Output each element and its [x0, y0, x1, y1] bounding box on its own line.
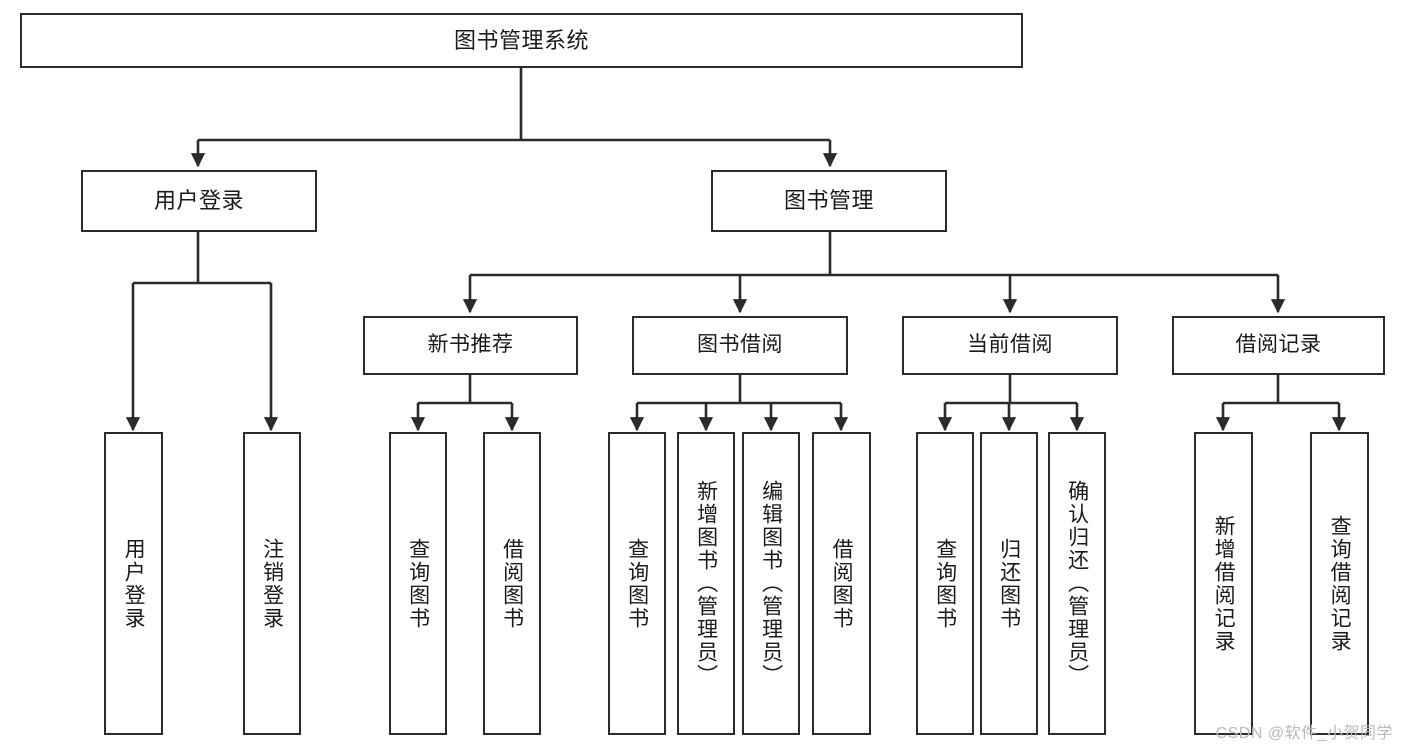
- node-leaf-query-book-2[interactable]: 查询图书: [608, 432, 666, 735]
- node-leaf-user-login-label: 用户登录: [122, 537, 146, 630]
- node-leaf-edit-book[interactable]: 编辑图书（管理员）: [742, 432, 800, 735]
- node-current-borrow-label: 当前借阅: [967, 333, 1053, 357]
- node-leaf-query-book-1[interactable]: 查询图书: [389, 432, 447, 735]
- node-leaf-user-login[interactable]: 用户登录: [104, 432, 163, 735]
- node-user-login[interactable]: 用户登录: [81, 170, 317, 232]
- node-leaf-borrow-book-1[interactable]: 借阅图书: [483, 432, 541, 735]
- node-leaf-query-book-2-label: 查询图书: [625, 537, 649, 630]
- node-leaf-add-book[interactable]: 新增图书（管理员）: [677, 432, 735, 735]
- node-borrow-record-label: 借阅记录: [1235, 333, 1322, 357]
- node-borrow-record[interactable]: 借阅记录: [1172, 316, 1385, 375]
- node-user-login-label: 用户登录: [153, 188, 244, 214]
- node-book-management-label: 图书管理: [783, 188, 874, 214]
- node-leaf-query-record[interactable]: 查询借阅记录: [1310, 432, 1369, 735]
- node-leaf-borrow-book-2-label: 借阅图书: [830, 537, 854, 630]
- node-root[interactable]: 图书管理系统: [20, 13, 1023, 68]
- node-leaf-logout-login-label: 注销登录: [260, 537, 284, 630]
- node-leaf-query-book-1-label: 查询图书: [406, 537, 430, 630]
- node-root-label: 图书管理系统: [453, 27, 589, 53]
- node-leaf-query-record-label: 查询借阅记录: [1328, 514, 1352, 653]
- node-new-book-recommend-label: 新书推荐: [427, 333, 514, 357]
- node-leaf-add-record[interactable]: 新增借阅记录: [1194, 432, 1253, 735]
- node-book-borrow[interactable]: 图书借阅: [632, 316, 848, 375]
- node-leaf-confirm-return[interactable]: 确认归还（管理员）: [1048, 432, 1106, 735]
- node-leaf-borrow-book-2[interactable]: 借阅图书: [812, 432, 871, 735]
- node-leaf-add-record-label: 新增借阅记录: [1212, 514, 1236, 653]
- node-leaf-add-book-label: 新增图书（管理员）: [694, 480, 718, 687]
- watermark: CSDN @软件_小贺同学: [1215, 725, 1393, 742]
- node-leaf-logout-login[interactable]: 注销登录: [243, 432, 301, 735]
- node-leaf-return-book[interactable]: 归还图书: [980, 432, 1038, 735]
- node-leaf-query-book-3-label: 查询图书: [933, 537, 957, 630]
- node-new-book-recommend[interactable]: 新书推荐: [363, 316, 578, 375]
- node-leaf-borrow-book-1-label: 借阅图书: [500, 537, 524, 630]
- node-book-management[interactable]: 图书管理: [711, 170, 947, 232]
- node-leaf-query-book-3[interactable]: 查询图书: [916, 432, 974, 735]
- node-book-borrow-label: 图书借阅: [697, 333, 783, 357]
- node-leaf-return-book-label: 归还图书: [997, 537, 1021, 630]
- node-current-borrow[interactable]: 当前借阅: [902, 316, 1118, 375]
- node-leaf-confirm-return-label: 确认归还（管理员）: [1065, 480, 1089, 687]
- node-leaf-edit-book-label: 编辑图书（管理员）: [759, 480, 783, 687]
